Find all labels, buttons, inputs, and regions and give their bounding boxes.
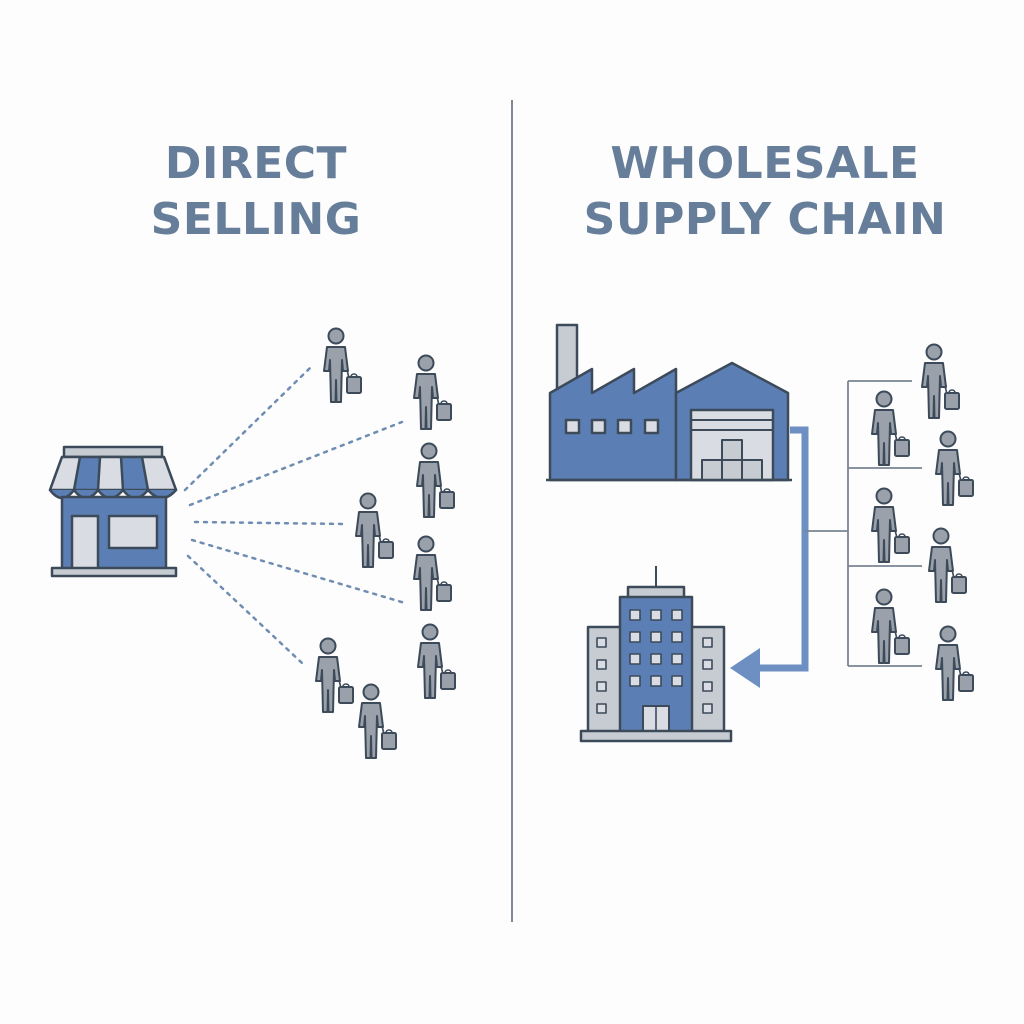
wholesale-shoppers — [871, 343, 974, 701]
flow-arrow-icon — [730, 426, 848, 688]
direct-shoppers — [315, 327, 456, 759]
office-building-icon — [579, 566, 733, 743]
shopper-icon — [871, 588, 910, 664]
direct-sale-connectors — [183, 366, 407, 665]
shopper-icon — [417, 623, 456, 699]
shopper-icon — [413, 535, 452, 611]
panel-divider — [511, 100, 513, 922]
distribution-bracket — [847, 380, 922, 667]
direct-selling-title-line2: SELLING — [150, 194, 362, 245]
shopper-icon — [871, 390, 910, 466]
shopper-icon — [355, 492, 394, 568]
direct-selling-title: DIRECT SELLING — [56, 136, 456, 248]
shopper-icon — [935, 430, 974, 506]
shopper-icon — [413, 354, 452, 430]
direct-selling-title-line1: DIRECT — [164, 138, 348, 189]
shopper-icon — [921, 343, 960, 419]
storefront-icon — [48, 445, 178, 578]
shopper-icon — [871, 487, 910, 563]
shopper-icon — [416, 442, 455, 518]
shopper-icon — [315, 637, 354, 713]
factory-warehouse-icon — [546, 323, 792, 482]
wholesale-title-line2: SUPPLY CHAIN — [583, 194, 947, 245]
shopper-icon — [323, 327, 362, 403]
shopper-icon — [358, 683, 397, 759]
shopper-icon — [928, 527, 967, 603]
shopper-icon — [935, 625, 974, 701]
wholesale-supply-chain-title: WHOLESALE SUPPLY CHAIN — [530, 136, 1000, 248]
wholesale-title-line1: WHOLESALE — [610, 138, 920, 189]
